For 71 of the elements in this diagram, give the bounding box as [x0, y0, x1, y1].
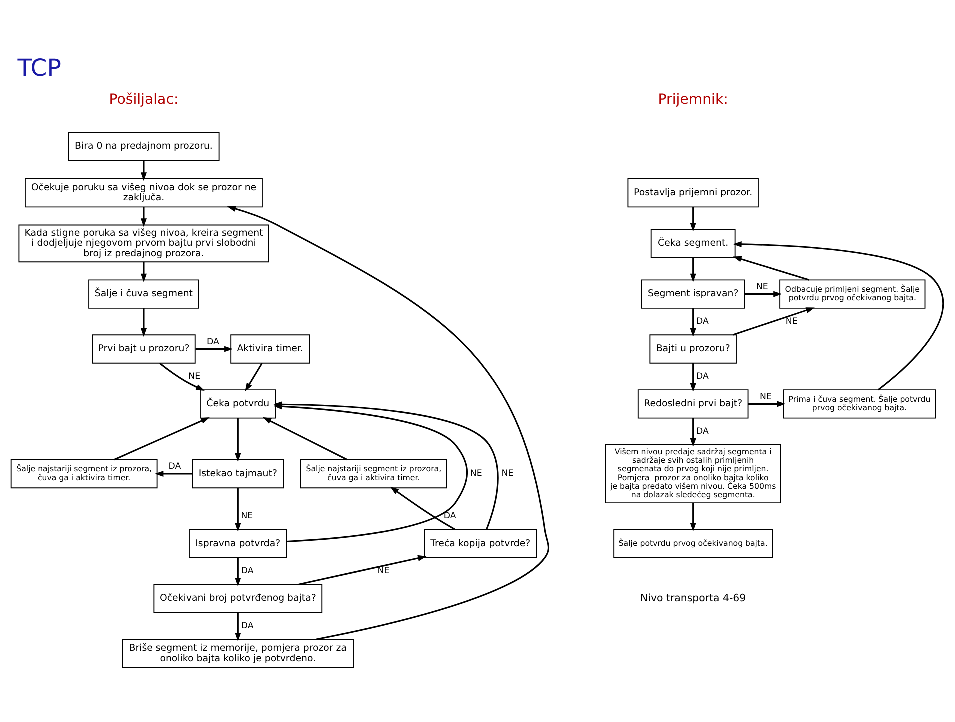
label: Pošiljalac: — [109, 92, 179, 108]
node-box: Bira 0 na predajnom prozoru. — [68, 132, 220, 162]
arrow — [748, 401, 786, 408]
edge-label: NE — [786, 316, 798, 327]
node-box: Prima i čuva segment. Šalje potvrdu prvog očekivanog bajta. — [783, 390, 936, 419]
edge-label: DA — [168, 462, 182, 472]
node-box: Bajti u prozoru? — [650, 334, 737, 364]
node-box: Aktivira timer. — [230, 334, 310, 364]
arrow — [227, 206, 550, 640]
edge-label: DA — [207, 337, 220, 348]
arrow — [690, 258, 696, 282]
arrow — [390, 486, 456, 530]
arrow — [235, 613, 242, 642]
label: Nivo transporta 4-69 — [640, 593, 746, 604]
arrow — [140, 308, 147, 338]
arrow — [235, 418, 242, 462]
arrow — [690, 503, 696, 532]
edge-label: DA — [696, 316, 709, 327]
arrow — [196, 346, 234, 352]
node-box: Očekuje poruku sa višeg nivoa dok se prozor ne zaključa. — [25, 178, 263, 208]
arrow — [235, 488, 242, 532]
node-box: Istekao tajmaut? — [192, 459, 284, 489]
edge-label: NE — [502, 469, 514, 480]
node-box: Čeka potvrdu — [200, 390, 276, 419]
node-box: Višem nivou predaje sadržaj segmenta i sadržaje svih ostalih primljenih segmenata do prvog koji nije primljen. Pomjera prozor za onoliko bajta koliko je bajta predato višem nivou. Čeka 500ms na dolazak sledećeg segmenta. — [605, 444, 782, 504]
node-box: Postavlja prijemni prozor. — [628, 178, 759, 208]
node-box: Prvi bajt u prozoru? — [92, 334, 196, 364]
arrow — [155, 470, 192, 478]
edge-label: NE — [241, 512, 254, 522]
arrow — [690, 363, 696, 392]
node-box: Čeka segment. — [650, 229, 736, 258]
arrow — [140, 160, 147, 182]
edge-label: DA — [241, 566, 254, 577]
edge-label: DA — [444, 512, 456, 522]
arrow — [733, 241, 944, 391]
node-box: Kada stigne poruka sa višeg nivoa, kreira segment i dodjeljuje njegovom prvom bajtu prvi slobodni broj iz predajnog prozora. — [18, 224, 270, 263]
edge-label: DA — [696, 426, 709, 437]
node-box: Redosledni prvi bajt? — [638, 390, 749, 419]
label: Prijemnik: — [658, 92, 728, 108]
arrow — [744, 291, 782, 298]
arrow — [140, 262, 147, 283]
arrow — [298, 555, 427, 586]
arrow — [159, 362, 205, 392]
edge-label: NE — [470, 469, 482, 480]
arrow — [140, 207, 147, 228]
arrow — [733, 256, 810, 281]
arrow — [690, 308, 696, 338]
edge-label: NE — [378, 566, 390, 577]
edge-label: NE — [756, 282, 768, 292]
node-box: Šalje najstariji segment iz prozora, čuva ga i aktivira timer. — [300, 459, 448, 489]
node-box: Treća kopija potvrde? — [424, 529, 538, 558]
arrow — [690, 207, 696, 232]
edge-label: DA — [241, 621, 254, 632]
edge-label: NE — [760, 392, 772, 402]
node-box: Šalje najstariji segment iz prozora, čuva ga i aktivira timer. — [10, 459, 158, 489]
arrow — [114, 417, 210, 461]
arrow — [245, 363, 263, 392]
edge-label: DA — [696, 372, 709, 382]
node-box: Očekivani broj potvrđenog bajta? — [154, 584, 323, 614]
arrow — [733, 308, 815, 336]
node-box: Šalje i čuva segment — [88, 280, 200, 309]
node-box: Segment ispravan? — [641, 280, 746, 309]
node-box: Briše segment iz memorije, pomjera prozor za onoliko bajta koliko je potvrđeno. — [122, 639, 354, 668]
arrow — [690, 418, 696, 448]
node-box: Šalje potvrdu prvog očekivanog bajta. — [614, 529, 774, 558]
node-box: Ispravna potvrda? — [189, 529, 288, 558]
edge-label: NE — [188, 372, 201, 382]
arrow — [262, 417, 348, 461]
node-box: Odbacuje primljeni segment. Šalje potvrdu prvog očekivanog bajta. — [780, 280, 926, 309]
diagram-title: TCP — [18, 54, 62, 82]
arrow — [235, 558, 242, 587]
